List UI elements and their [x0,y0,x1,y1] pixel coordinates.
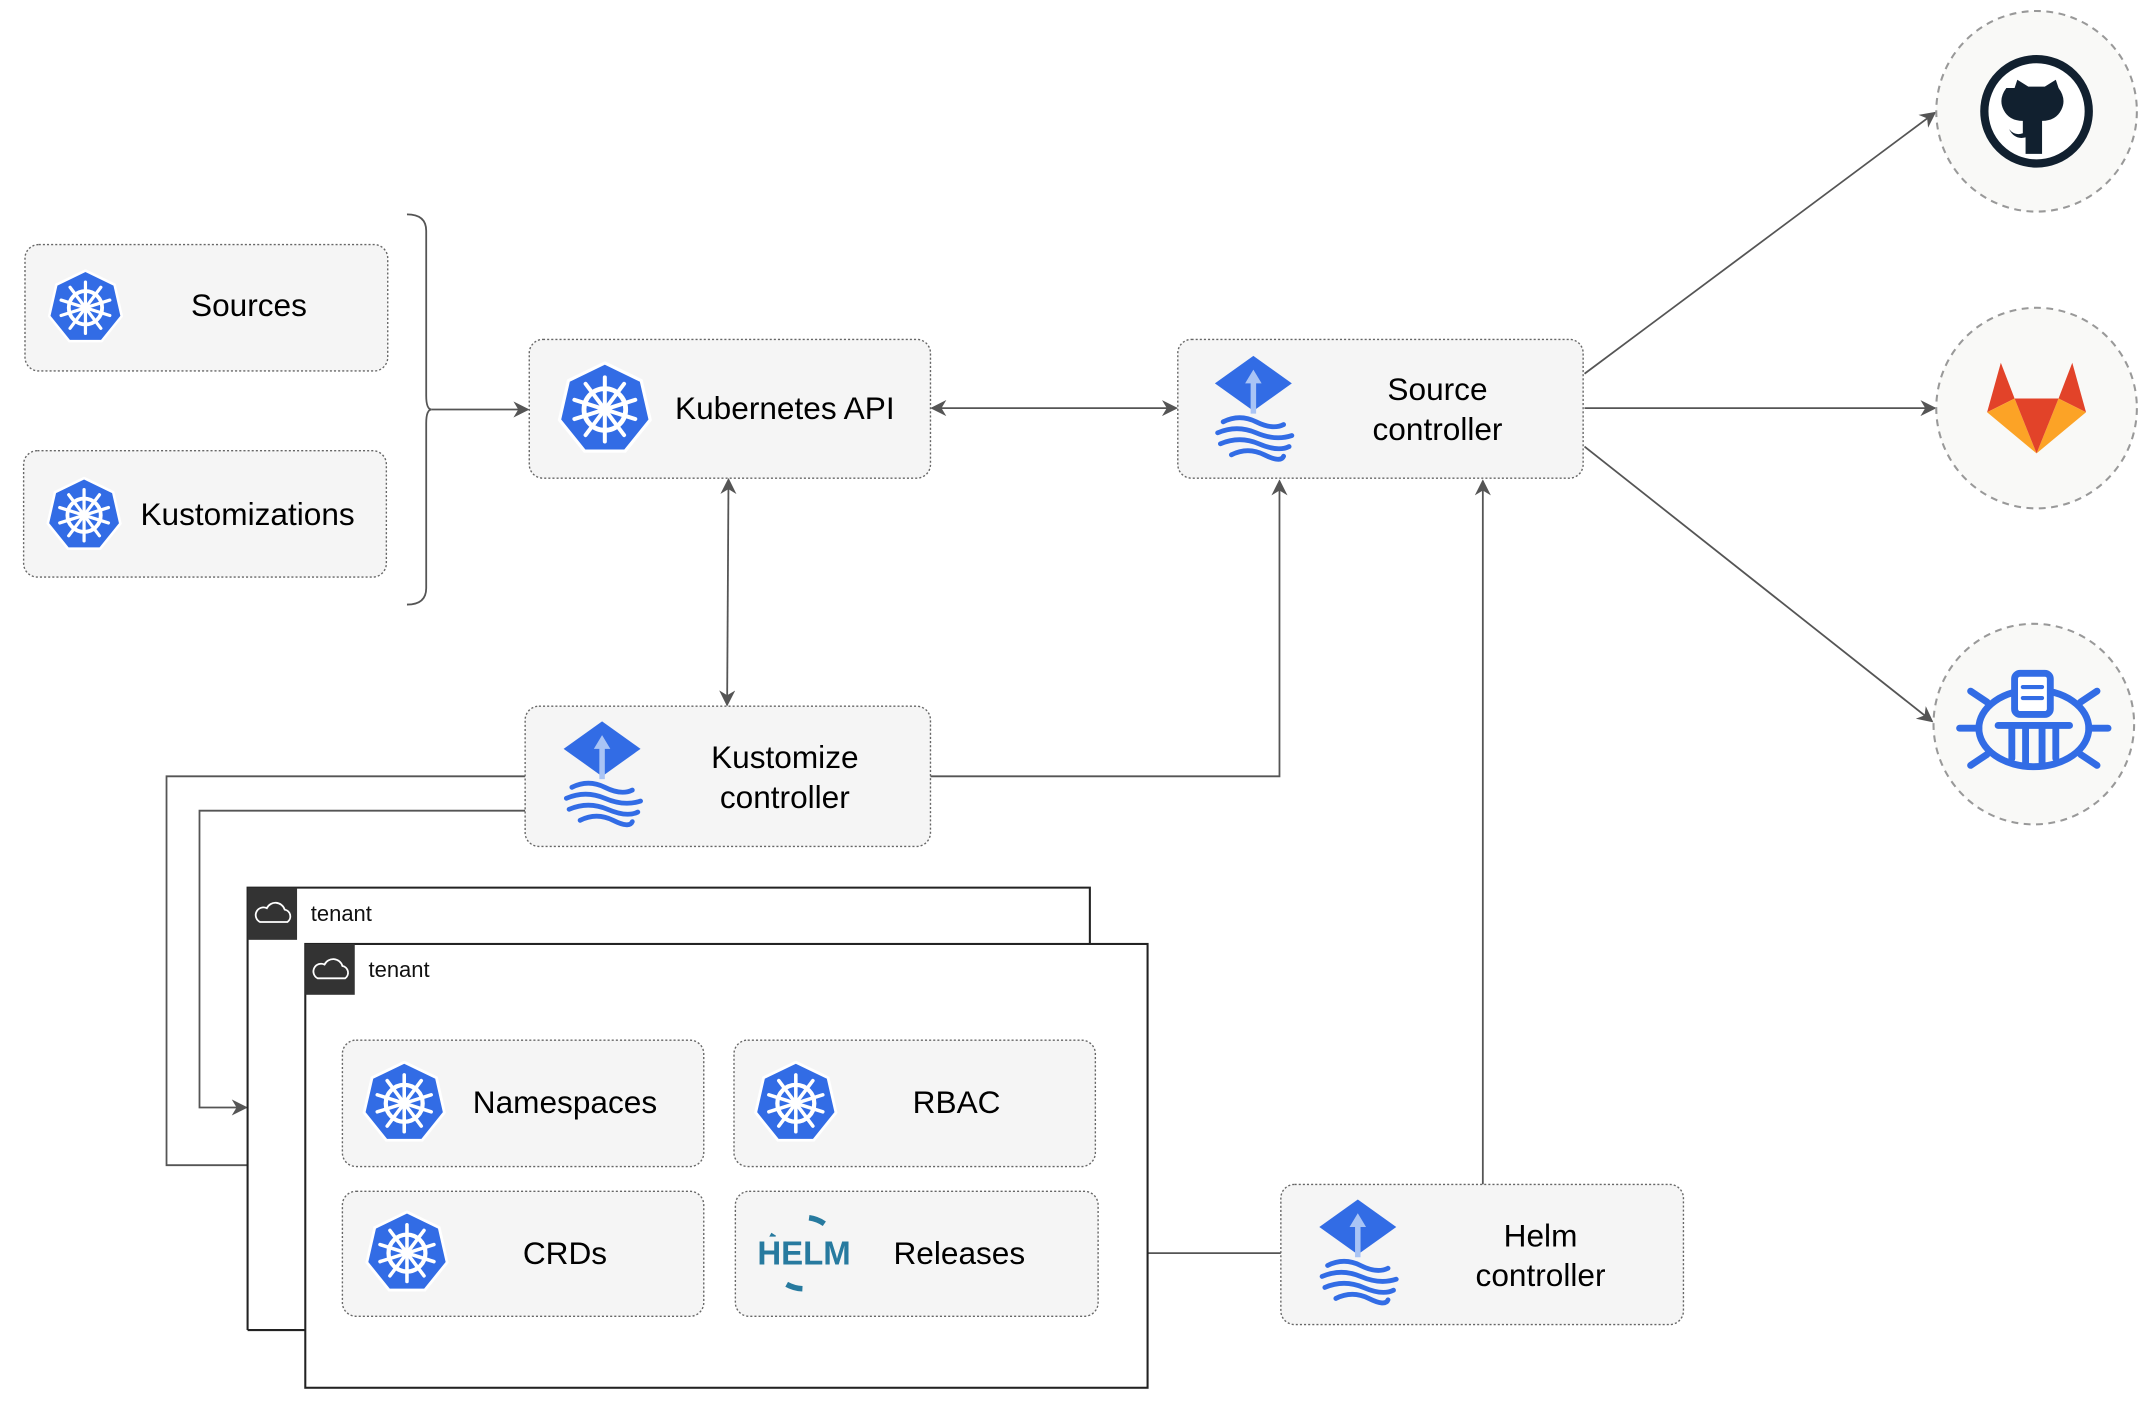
node-label: Source [1387,371,1487,407]
node-label: controller [720,779,850,815]
node-label: Kustomize [711,739,858,775]
edge-kustomize-to-tenant-front [165,775,526,1174]
node-label: Kustomizations [140,496,354,532]
node-label: Helm [1504,1217,1578,1253]
node-label: Kubernetes API [675,390,895,426]
node-label: Sources [191,287,307,323]
node-label: RBAC [913,1084,1001,1120]
gitlab-icon [1987,362,2087,454]
edge-source-to-github [1583,111,1937,375]
github-node[interactable] [1935,9,2138,213]
tenant-label: tenant [369,957,430,982]
node-label: controller [1476,1257,1606,1293]
node-namespaces[interactable]: Namespaces [341,1039,705,1168]
bucket-node[interactable] [1932,622,2136,826]
edge-kustomize-to-source [930,479,1288,778]
node-crds[interactable]: CRDs [341,1190,705,1318]
edge-api-kustomize-controller [719,477,737,707]
helm-icon: HELM [757,1214,854,1292]
node-label: Releases [893,1235,1025,1271]
brace [406,213,432,606]
edge-source-to-bucket [1583,445,1934,723]
node-label: controller [1373,411,1503,447]
tenant-label: tenant [311,901,372,926]
cloud-icon [312,958,349,980]
node-sources[interactable]: Sources [24,243,389,372]
node-kubernetes-api[interactable]: Kubernetes API [528,338,932,479]
node-releases[interactable]: HELM Releases [734,1190,1099,1318]
node-kustomize-controller[interactable]: Kustomize controller [524,705,932,848]
node-rbac[interactable]: RBAC [733,1039,1097,1168]
node-source-controller[interactable]: Source controller [1177,338,1584,479]
github-icon [1980,54,2093,168]
node-label: Namespaces [473,1084,657,1120]
edge-kustomize-to-tenant-back [198,809,526,1116]
node-label: CRDs [523,1235,607,1271]
node-helm-controller[interactable]: Helm controller [1280,1183,1685,1326]
edges [165,111,1937,1262]
cloud-icon [254,901,292,923]
bucket-icon [1956,669,2112,771]
node-kustomizations[interactable]: Kustomizations [22,449,388,578]
svg-text:HELM: HELM [757,1235,850,1272]
gitlab-node[interactable] [1935,306,2138,510]
